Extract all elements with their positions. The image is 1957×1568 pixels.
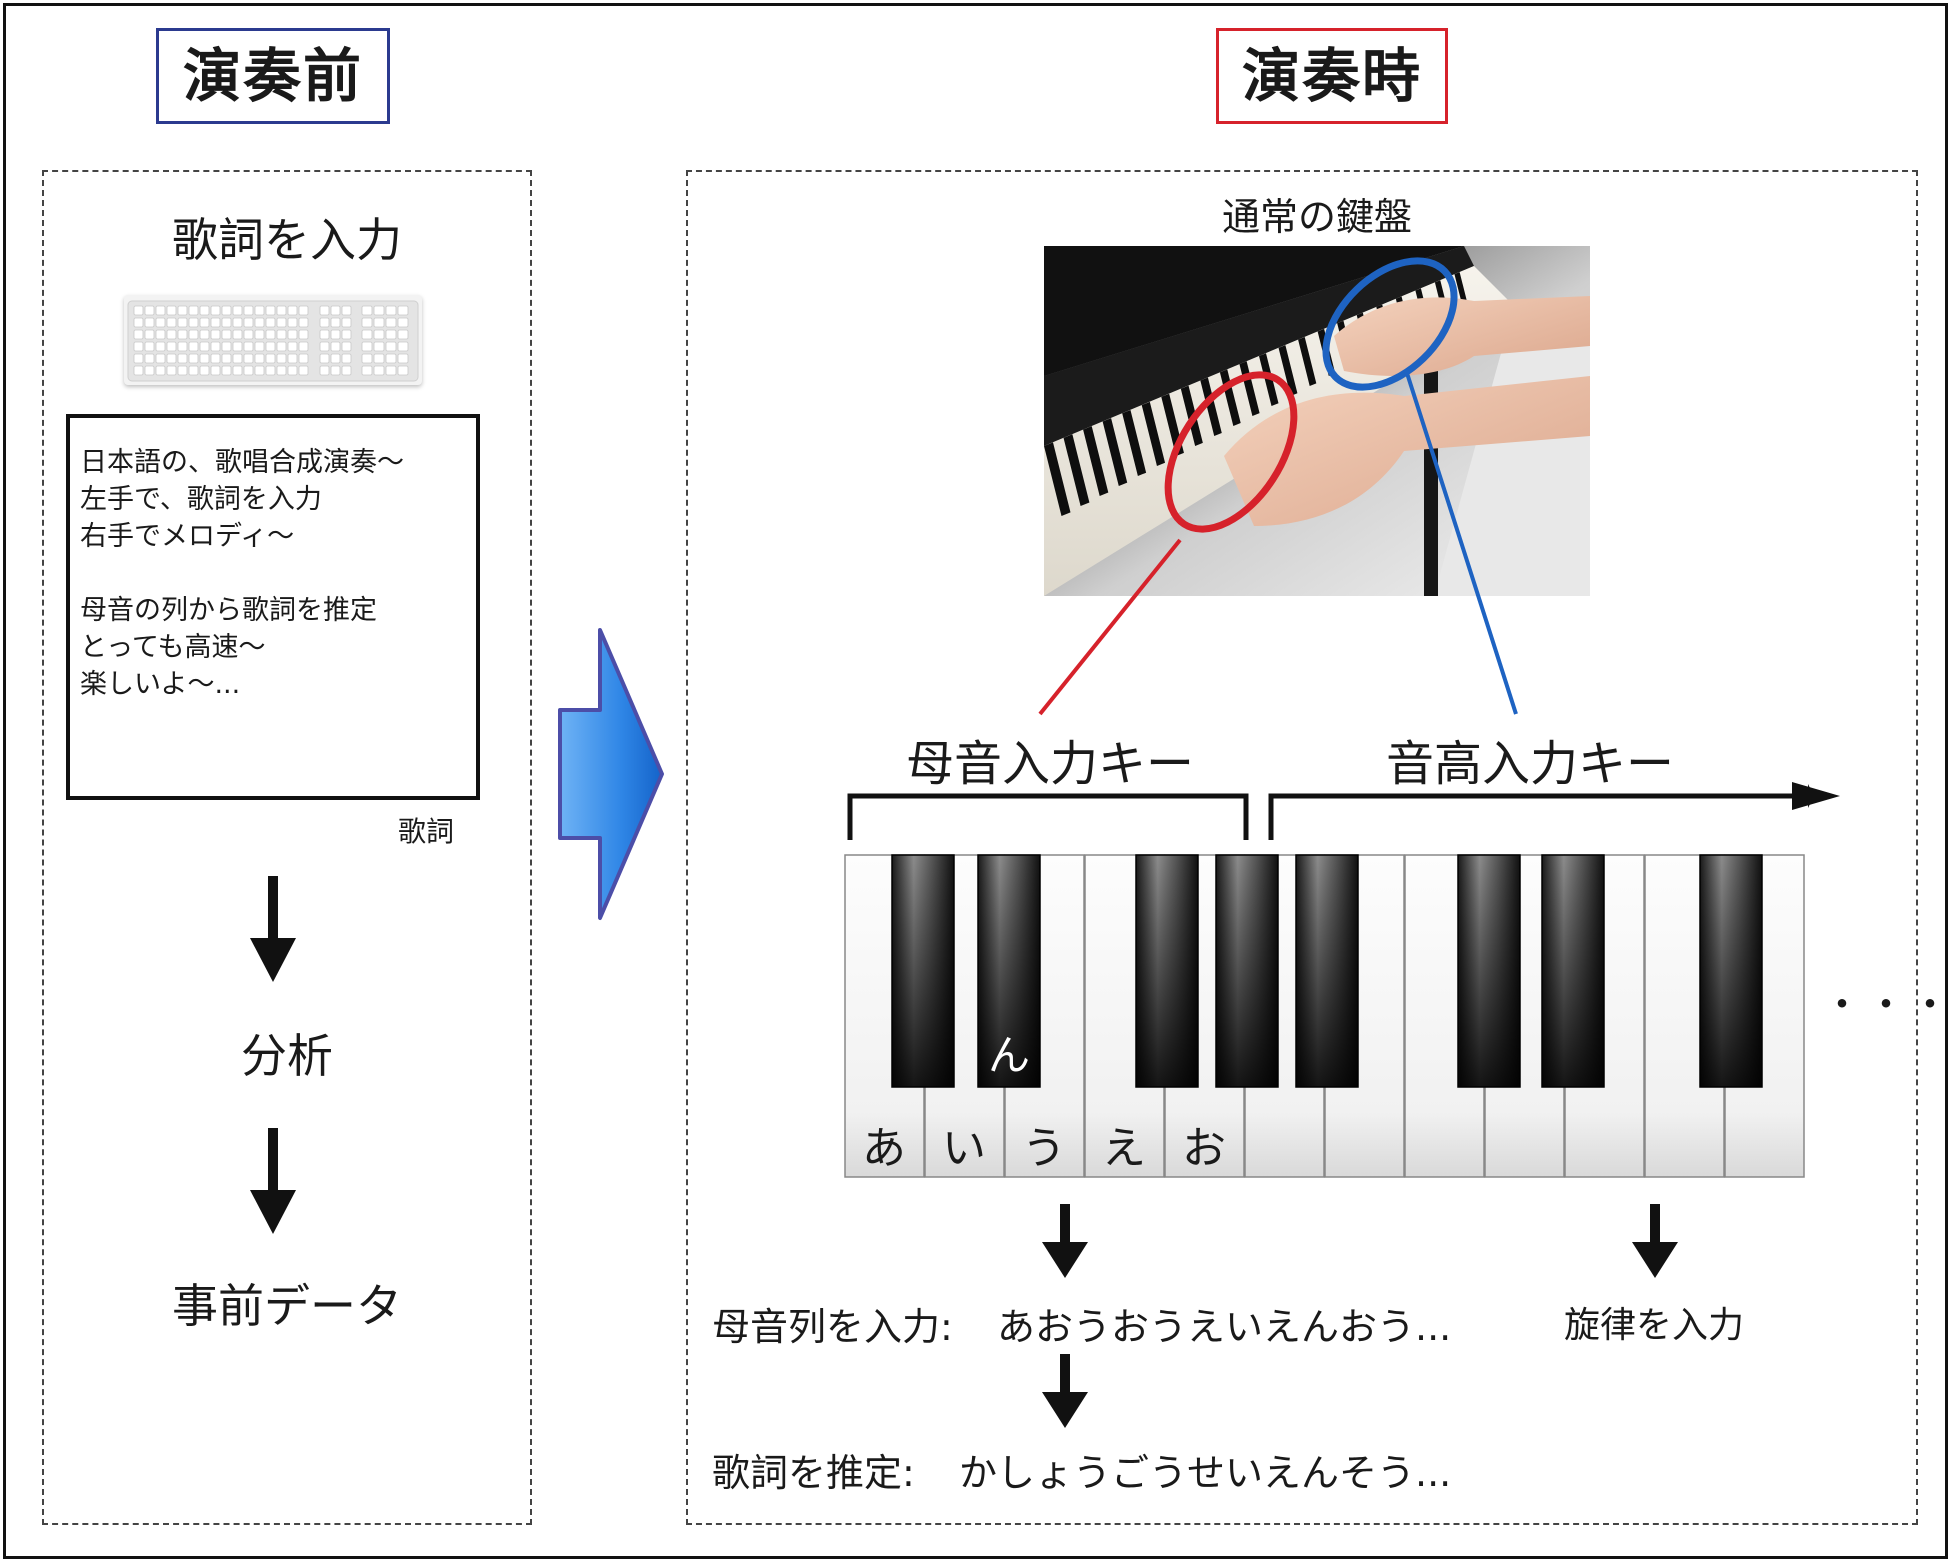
pitch-hand-circle <box>1322 257 1458 391</box>
lyrics-line: 母音の列から歌詞を推定 <box>80 595 377 626</box>
down-arrow-icon <box>250 1128 296 1234</box>
vowel-input-value: あおうおうえいえんおう... <box>997 1305 1452 1349</box>
computer-keyboard-icon <box>124 295 422 385</box>
black-key <box>1541 854 1605 1088</box>
lyrics-estimate-value: かしょうごうせいえんそう... <box>959 1451 1452 1495</box>
vowel-input-row: 母音列を入力: あおうおうえいえんおう... <box>712 1296 1451 1351</box>
black-key <box>1295 854 1359 1088</box>
prior-data-label: 事前データ <box>172 1279 402 1333</box>
vowel-hand-circle <box>1164 371 1298 533</box>
lyrics-estimate-row: 歌詞を推定: かしょうごうせいえんそう... <box>712 1442 1451 1497</box>
lyrics-line <box>80 555 466 592</box>
down-arrow-icon <box>1632 1204 1678 1278</box>
lyrics-estimate-label: 歌詞を推定: <box>712 1451 915 1495</box>
black-key <box>891 854 955 1088</box>
down-arrow-icon <box>250 876 296 982</box>
n-key-label: ん <box>987 1031 1030 1080</box>
key-range-bracket <box>847 782 1840 840</box>
down-arrow-icon <box>1042 1354 1088 1428</box>
vowel-keys-label: 母音入力キー <box>905 736 1194 792</box>
black-key <box>977 854 1041 1088</box>
black-key <box>1699 854 1763 1088</box>
piano-keyboard-diagram: あ い う え お ん <box>844 854 1808 1178</box>
vowel-input-label: 母音列を入力: <box>712 1305 953 1349</box>
ellipsis: ・・・ <box>1822 982 1954 1028</box>
analysis-label: 分析 <box>241 1029 333 1083</box>
vowel-key-e: え <box>1102 1123 1146 1174</box>
piano-playing-photo <box>1044 246 1590 596</box>
big-right-arrow-icon <box>558 628 664 920</box>
title-during-performance: 演奏時 <box>1216 28 1448 124</box>
vowel-key-i: い <box>942 1123 986 1174</box>
lyrics-line: 楽しいよ〜... <box>80 669 241 700</box>
input-lyrics-label: 歌詞を入力 <box>172 213 402 267</box>
lyrics-text-box: 日本語の、歌唱合成演奏〜 左手で、歌詞を入力 右手でメロディ〜 母音の列から歌詞… <box>66 414 480 800</box>
black-key <box>1135 854 1199 1088</box>
figure-frame <box>3 3 1948 1559</box>
black-key <box>1215 854 1279 1088</box>
vowel-key-a: あ <box>862 1123 906 1174</box>
black-key <box>1457 854 1521 1088</box>
lyrics-line: とっても高速〜 <box>80 632 266 663</box>
normal-keyboard-label: 通常の鍵盤 <box>1221 195 1412 239</box>
during-panel <box>686 170 1918 1525</box>
pitch-keys-label: 音高入力キー <box>1385 736 1674 792</box>
melody-input-label: 旋律を入力 <box>1564 1305 1745 1346</box>
before-panel <box>42 170 532 1525</box>
vowel-key-u: う <box>1022 1123 1066 1174</box>
lyrics-caption: 歌詞 <box>398 815 455 848</box>
vowel-key-o: お <box>1182 1123 1226 1174</box>
down-arrow-icon <box>1042 1204 1088 1278</box>
title-before-performance: 演奏前 <box>156 28 390 124</box>
lyrics-line: 左手で、歌詞を入力 <box>80 484 322 515</box>
lyrics-line: 右手でメロディ〜 <box>80 521 295 552</box>
lyrics-line: 日本語の、歌唱合成演奏〜 <box>80 447 404 478</box>
